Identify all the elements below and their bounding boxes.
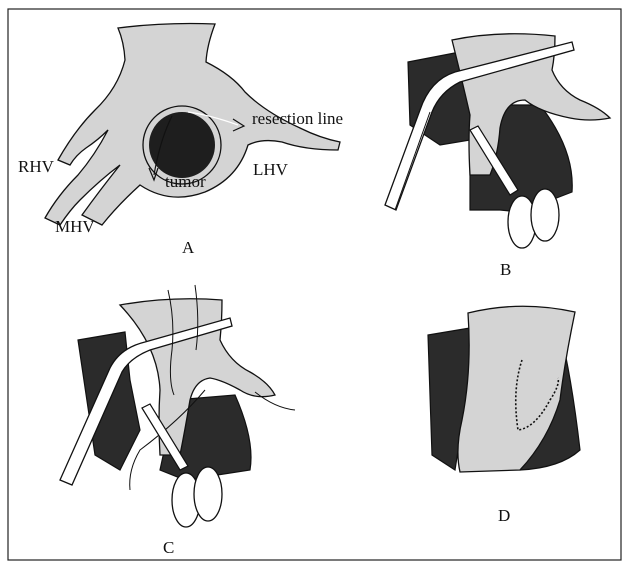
- panel-label-d: D: [498, 506, 510, 525]
- label-mhv: MHV: [55, 217, 95, 236]
- clamp-handle-c2: [194, 467, 222, 521]
- label-tumor: tumor: [165, 172, 206, 191]
- clamp-handle-b2: [531, 189, 559, 241]
- tumor: [149, 112, 215, 178]
- label-rhv: RHV: [18, 157, 55, 176]
- panel-label-a: A: [182, 238, 195, 257]
- panel-label-c: C: [163, 538, 174, 557]
- label-lhv: LHV: [253, 160, 289, 179]
- label-resection-line: resection line: [252, 109, 343, 128]
- panel-label-b: B: [500, 260, 511, 279]
